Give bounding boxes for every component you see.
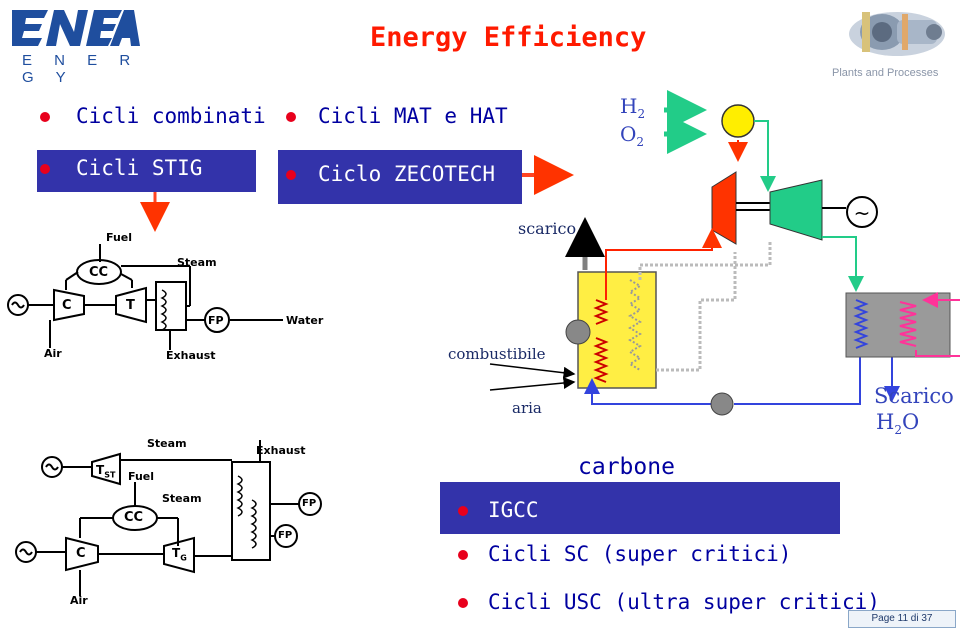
stig-air: Air — [70, 594, 88, 607]
page-indicator: Page 11 di 37 — [848, 610, 956, 628]
stig-tg-text: T — [172, 546, 181, 560]
bottom-item-sc: Cicli SC (super critici) — [458, 542, 818, 568]
topic-cicli-combinati: Cicli combinati — [40, 104, 280, 130]
cc-exhaust: Exhaust — [166, 349, 216, 362]
pump-icon — [710, 392, 734, 416]
scarico-label: scarico — [518, 219, 577, 238]
bottom-item-igcc: IGCC — [458, 498, 658, 524]
bullet-icon — [458, 506, 468, 516]
topic-label: Cicli combinati — [76, 104, 266, 128]
topic-cicli-stig-box — [37, 150, 256, 192]
o2-text: O — [620, 122, 637, 146]
bullet-icon — [40, 112, 50, 122]
page-title: Energy Efficiency — [370, 22, 647, 53]
bullet-icon — [40, 164, 50, 174]
cc-c: C — [62, 298, 72, 313]
stig-tst-text: T — [96, 463, 105, 477]
section-label: Plants and Processes — [832, 67, 939, 79]
h2-label: H2 — [620, 94, 645, 121]
cc-air: Air — [44, 347, 62, 360]
h2o-subscript: 2 — [894, 423, 902, 438]
red-turbine-icon — [711, 171, 737, 245]
topic-ciclo-zecotech: Ciclo ZECOTECH — [286, 162, 518, 188]
carbone-label: carbone — [578, 454, 675, 480]
green-turbine-icon — [769, 179, 823, 241]
topic-ciclo-zecotech-box — [278, 150, 522, 204]
topic-label: Cicli MAT e HAT — [318, 104, 508, 128]
logo-subtext: E N E R G Y — [22, 52, 140, 86]
bullet-icon — [458, 550, 468, 560]
bullet-icon — [286, 170, 296, 180]
cc-water: Water — [286, 314, 324, 327]
bottom-item-label: Cicli SC (super critici) — [488, 542, 792, 566]
h2-subscript: 2 — [637, 107, 646, 121]
igcc-box — [440, 482, 840, 534]
boiler — [577, 271, 657, 389]
generator-symbol: ~ — [854, 201, 871, 225]
enea-logo: E N E R G Y — [12, 6, 142, 86]
stig-tst: TST — [96, 463, 115, 479]
h2o-end: O — [901, 410, 920, 434]
topic-cicli-stig: Cicli STIG — [40, 156, 256, 182]
stig-tg-sub: G — [180, 553, 187, 563]
cc-steam: Steam — [177, 256, 217, 269]
stig-fp2: FP — [278, 530, 293, 541]
enea-logo-mark — [12, 10, 140, 46]
cc-fuel: Fuel — [106, 231, 133, 244]
combustibile-label: combustibile — [448, 345, 546, 363]
o2-subscript: 2 — [636, 135, 645, 149]
h2o-label: H2O — [876, 410, 919, 437]
stig-fp1: FP — [302, 498, 317, 509]
generator-icon — [846, 196, 878, 228]
combined-cycle-schematic — [7, 244, 283, 350]
bottom-item-label: IGCC — [488, 498, 539, 522]
stig-schematic — [15, 440, 322, 596]
bullet-icon — [286, 112, 296, 122]
cc-t: T — [126, 298, 135, 313]
aria-label: aria — [512, 399, 542, 417]
topic-label: Cicli STIG — [76, 156, 203, 180]
o2-label: O2 — [620, 122, 644, 149]
stig-fuel: Fuel — [128, 470, 155, 483]
scarico-h2o-label: Scarico — [874, 384, 954, 408]
stig-tg: TG — [172, 546, 187, 562]
stig-c: C — [76, 546, 86, 561]
combustor-icon — [721, 104, 755, 138]
bottom-item-label: Cicli USC (ultra super critici) — [488, 590, 880, 614]
cc-fp: FP — [208, 314, 224, 327]
turbine-image — [842, 2, 952, 66]
stig-tst-sub: ST — [104, 470, 116, 480]
stig-exhaust: Exhaust — [256, 444, 306, 457]
cc-cc: CC — [89, 265, 109, 280]
topic-cicli-mat-hat: Cicli MAT e HAT — [286, 104, 516, 130]
topic-label: Ciclo ZECOTECH — [318, 162, 496, 186]
stig-steam-top: Steam — [147, 437, 187, 450]
bullet-icon — [458, 598, 468, 608]
stig-cc: CC — [124, 510, 144, 525]
stig-steam-mid: Steam — [162, 492, 202, 505]
bottom-item-usc: Cicli USC (ultra super critici) — [458, 590, 880, 616]
h2-text: H — [620, 94, 638, 118]
h2o-text: H — [876, 410, 895, 434]
